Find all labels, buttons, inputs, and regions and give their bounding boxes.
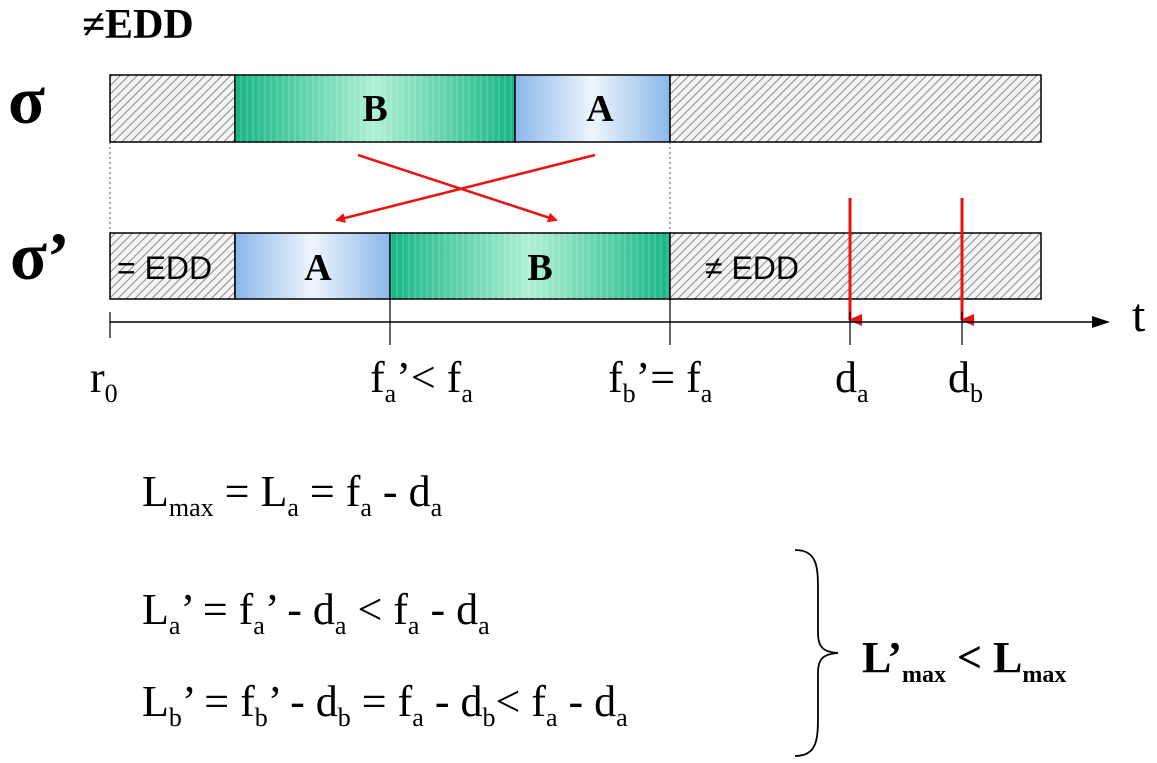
tick-label-r0: r0 bbox=[90, 353, 118, 407]
fb-prime-mid: ’= f bbox=[635, 353, 701, 402]
fb-prime-sub2: a bbox=[700, 379, 713, 408]
sigma-prime-block-a-label: A bbox=[304, 247, 332, 289]
eq3-L: L bbox=[142, 677, 169, 726]
da-sub: a bbox=[857, 379, 869, 408]
eq3-p6: - d bbox=[557, 677, 617, 726]
sigma-prime-block-a bbox=[234, 232, 391, 300]
equation-lb-prime: Lb’ = fb’ - db = fa - db< fa - da bbox=[142, 677, 628, 731]
result-L: L bbox=[862, 633, 888, 682]
sigma-label: σ bbox=[8, 62, 45, 138]
not-edd-header: ≠EDD bbox=[82, 2, 194, 48]
tick-label-fa-prime: fa’< fa bbox=[370, 353, 473, 407]
eq3-p2: ’ - d bbox=[267, 677, 338, 726]
eq3-a5: a bbox=[545, 703, 558, 732]
sigma-block-b-label: B bbox=[362, 88, 387, 130]
eq3-p3: = f bbox=[350, 677, 413, 726]
fa-prime-mid: ’< f bbox=[396, 353, 462, 402]
sigma-prime-block-b-label: B bbox=[527, 247, 552, 289]
eq3-b4: b bbox=[482, 703, 496, 732]
da-base: d bbox=[835, 353, 857, 402]
eq2-p3: < f bbox=[346, 585, 408, 634]
tick-label-fb-prime: fb’= fa bbox=[608, 353, 712, 407]
sigma-prime-not-edd-label: ≠ EDD bbox=[705, 250, 799, 286]
result-max1: max bbox=[901, 662, 946, 688]
eq1-a2: a bbox=[360, 493, 372, 522]
sigma-block-a bbox=[514, 74, 671, 143]
sigma-prime-label: σ’ bbox=[10, 218, 70, 294]
sigma-prime-hatch-left bbox=[109, 232, 236, 300]
tick-label-da: da bbox=[835, 353, 869, 407]
eq2-a0: a bbox=[168, 611, 181, 640]
eq3-p1: ’ = f bbox=[181, 677, 255, 726]
swap-arrow-b bbox=[357, 153, 558, 223]
result-max2: max bbox=[1022, 662, 1067, 688]
sigma-hatch-left bbox=[109, 74, 236, 143]
sigma-schedule-bar: B A bbox=[109, 74, 1042, 143]
eq2-p1: ’ = f bbox=[180, 585, 254, 634]
swap-arrow-a bbox=[335, 153, 596, 223]
eq2-p4: - d bbox=[419, 585, 479, 634]
eq2-a4: a bbox=[478, 611, 490, 640]
fa-prime-sub2: a bbox=[461, 379, 473, 408]
fb-prime-f: f bbox=[608, 353, 623, 402]
eq3-p5: < f bbox=[495, 677, 546, 726]
axis-t-label: t bbox=[1132, 289, 1146, 342]
eq3-a3: a bbox=[412, 703, 424, 732]
r0-base: r bbox=[90, 353, 105, 402]
sigma-prime-hatch-right bbox=[669, 232, 1042, 300]
eq2-a1: a bbox=[253, 611, 265, 640]
sigma-block-b-texture bbox=[235, 75, 515, 142]
db-sub: b bbox=[970, 379, 983, 408]
db-base: d bbox=[948, 353, 970, 402]
eq3-p4: - d bbox=[423, 677, 483, 726]
sigma-hatch-right bbox=[669, 74, 1042, 143]
eq1-p1: = L bbox=[213, 467, 288, 516]
sigma-prime-edd-label: = EDD bbox=[117, 250, 212, 286]
equation-la-prime: La’ = fa’ - da < fa - da bbox=[142, 585, 490, 639]
sigma-block-a-label: A bbox=[586, 88, 614, 130]
sigma-prime-block-b-texture bbox=[390, 233, 670, 299]
eq1-L: L bbox=[142, 467, 169, 516]
result-lmax-prime-lt-lmax: L’max < Lmax bbox=[862, 633, 1066, 688]
eq3-a6: a bbox=[616, 703, 628, 732]
eq2-a3: a bbox=[407, 611, 420, 640]
eq1-max: max bbox=[168, 493, 214, 522]
eq3-b0: b bbox=[168, 703, 182, 732]
eq3-b1: b bbox=[254, 703, 268, 732]
result-lt: < L bbox=[945, 633, 1023, 682]
eq2-p2: ’ - d bbox=[264, 585, 335, 634]
equation-lmax: Lmax = La = fa - da bbox=[142, 467, 442, 521]
eq1-a3: a bbox=[430, 493, 443, 522]
eq1-p2: = f bbox=[298, 467, 361, 516]
r0-sub: 0 bbox=[104, 379, 118, 408]
eq2-L: L bbox=[142, 585, 169, 634]
result-prime: ’ bbox=[887, 633, 902, 682]
fa-prime-f: f bbox=[370, 353, 385, 402]
fb-prime-sub1: b bbox=[622, 379, 636, 408]
fa-prime-sub1: a bbox=[384, 379, 397, 408]
tick-label-db: db bbox=[948, 353, 983, 407]
right-curly-brace bbox=[794, 549, 839, 757]
eq1-p3: - d bbox=[371, 467, 431, 516]
eq3-b2: b bbox=[337, 703, 351, 732]
eq2-a2: a bbox=[334, 611, 347, 640]
eq1-a1: a bbox=[287, 493, 299, 522]
sigma-prime-schedule-bar: = EDD A B ≠ EDD bbox=[109, 232, 1042, 300]
